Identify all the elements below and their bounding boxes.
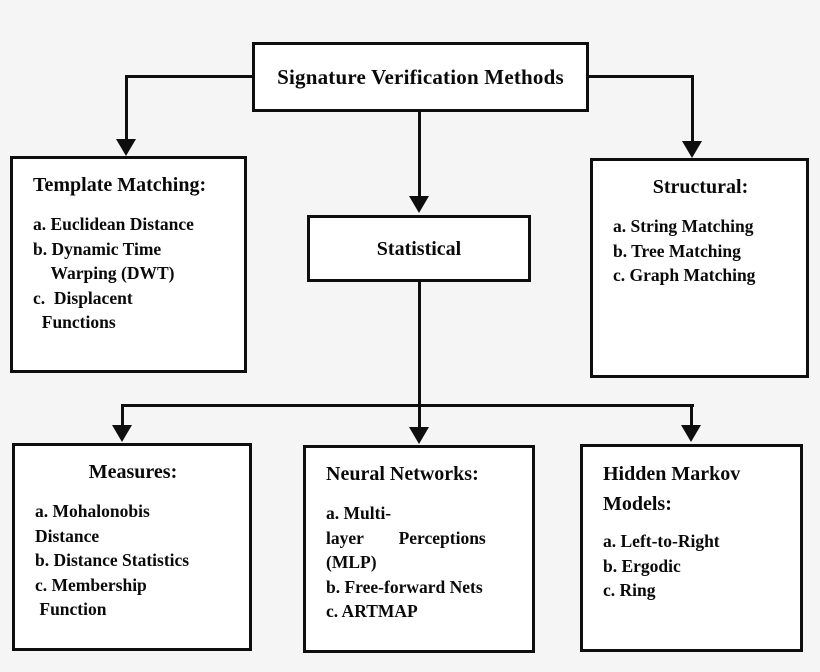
list-item: b. Free-forward Nets [326,576,483,597]
list-item: a. Euclidean Distance [33,214,194,234]
arrowhead-structural [682,141,702,158]
list-item: c. Ring [603,580,656,600]
node-signature-verification-methods: Signature Verification Methods [252,42,589,112]
connector-to-measures-vline [121,404,124,428]
connector-root-to-template-hline [125,75,255,78]
arrowhead-template [116,139,136,156]
connector-statistical-down-vline [418,281,421,407]
list-item: a. String Matching [613,216,754,236]
connector-to-hmm-vline [690,404,693,428]
connector-root-to-structural-vline [691,75,694,145]
list-item: b. Dynamic Time [33,238,162,259]
arrowhead-neural-networks [409,427,429,444]
connector-root-to-statistical-vline [418,111,421,199]
measures-heading: Measures: [88,461,178,483]
list-item: a. Left-to-Right [603,531,720,551]
connector-root-to-template-vline [125,75,128,143]
template-matching-heading: Template Matching: [33,174,207,196]
node-statistical: Statistical [307,215,531,282]
structural-heading: Structural: [652,176,749,198]
hidden-markov-heading-line1: Hidden Markov [603,463,741,485]
connector-to-neural-vline [418,404,421,430]
list-item: c. Displacent [33,287,133,308]
list-item: c. Membership [35,574,147,595]
node-neural-networks: Neural Networks: a. Multi- layer Percept… [303,445,535,653]
root-title: Signature Verification Methods [277,64,564,89]
list-item: c. Graph Matching [613,265,756,285]
arrowhead-hidden-markov [681,425,701,442]
connector-root-to-structural-hline [587,75,694,78]
node-template-matching: Template Matching: a. Euclidean Distance… [10,156,247,373]
list-item: (MLP) [326,552,377,572]
list-item: a. Mohalonobis [35,501,150,521]
node-measures: Measures: a. Mohalonobis Distance b. Dis… [12,443,252,651]
list-item: Function [35,599,107,619]
statistical-heading: Statistical [376,237,462,260]
list-item: c. ARTMAP [326,601,418,621]
neural-networks-heading: Neural Networks: [326,463,479,485]
list-item: b. Distance Statistics [35,550,190,570]
hidden-markov-heading: Hidden Markov Models: [603,459,792,519]
list-item: b. Tree Matching [613,240,741,261]
list-item: a. Multi- [326,503,392,523]
list-item: layer Perceptions [326,527,486,548]
list-item: Warping (DWT) [33,263,175,283]
arrowhead-statistical [409,196,429,213]
node-hidden-markov-models: Hidden Markov Models: a. Left-to-Right b… [580,444,803,652]
list-item: b. Ergodic [603,555,681,576]
list-item: Distance [35,525,100,546]
node-structural: Structural: a. String Matching b. Tree M… [590,158,809,378]
arrowhead-measures [112,425,132,442]
hidden-markov-heading-line2: Models: [603,493,672,515]
list-item: Functions [33,312,116,332]
connector-splitter-hline [121,404,694,407]
